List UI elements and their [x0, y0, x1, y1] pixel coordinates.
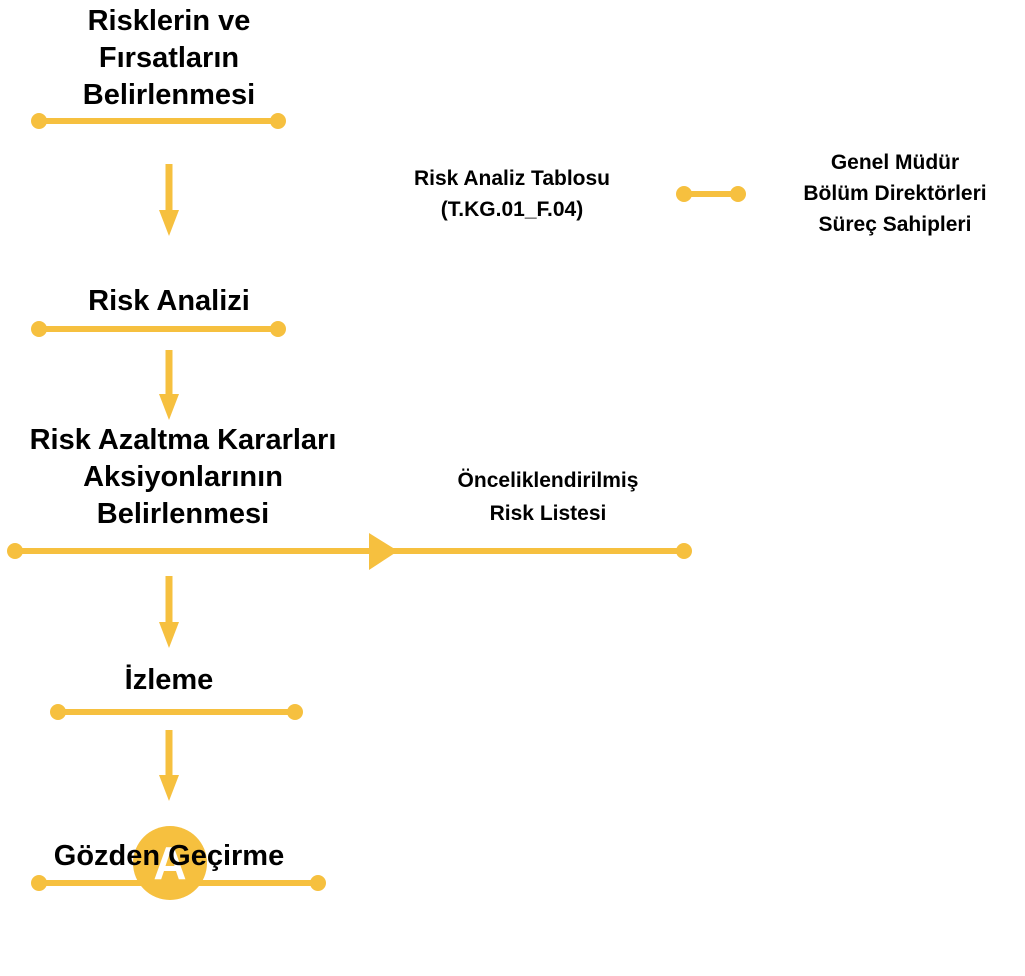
down-arrow [159, 350, 179, 420]
step-bar-monitoring [50, 704, 303, 720]
step-label-monitoring: İzleme [40, 662, 298, 699]
document-responsible-connector [676, 186, 746, 202]
step-label-line: Belirlenmesi [82, 79, 256, 111]
down-arrow [159, 730, 179, 801]
step-label-line: Risk Analizi [88, 285, 250, 317]
output-line: Önceliklendirilmiş [457, 469, 639, 492]
connector-letter: A [153, 837, 187, 889]
step-label-risk-mitigation: Risk Azaltma Kararları Aksiyonlarının Be… [0, 422, 366, 533]
step-label-risk-identification: Risklerin ve Fırsatların Belirlenmesi [40, 3, 298, 114]
step-label-line: Aksiyonlarının [83, 461, 283, 493]
step-bar-risk-analysis [31, 321, 286, 337]
responsible-line: Genel Müdür [830, 151, 960, 174]
document-name: Risk Analiz Tablosu [413, 167, 611, 190]
down-arrow [159, 576, 179, 648]
step-label-review: Gözden Geçirme [40, 838, 298, 875]
output-line: Risk Listesi [489, 502, 607, 525]
step-bar-risk-mitigation [7, 533, 692, 570]
step-label-risk-analysis: Risk Analizi [40, 283, 298, 320]
responsible-line: Bölüm Direktörleri [803, 182, 987, 205]
step-label-line: Gözden Geçirme [53, 840, 285, 872]
step-label-line: Fırsatların [98, 42, 240, 74]
step-label-line: Risk Azaltma Kararları [29, 424, 337, 456]
step-label-line: İzleme [124, 664, 214, 696]
step-label-line: Risklerin ve [87, 5, 251, 37]
responsible-label: Genel Müdür Bölüm Direktörleri Süreç Sah… [770, 147, 1020, 240]
document-code: (T.KG.01_F.04) [440, 198, 584, 221]
document-label: Risk Analiz Tablosu (T.KG.01_F.04) [374, 163, 650, 225]
step-bar-review [31, 875, 326, 891]
down-arrow [159, 164, 179, 236]
step-label-line: Belirlenmesi [96, 498, 270, 530]
step-bar-risk-identification [31, 113, 286, 129]
responsible-line: Süreç Sahipleri [818, 213, 972, 236]
output-label: Önceliklendirilmiş Risk Listesi [410, 464, 686, 530]
right-arrow-head [369, 533, 398, 570]
